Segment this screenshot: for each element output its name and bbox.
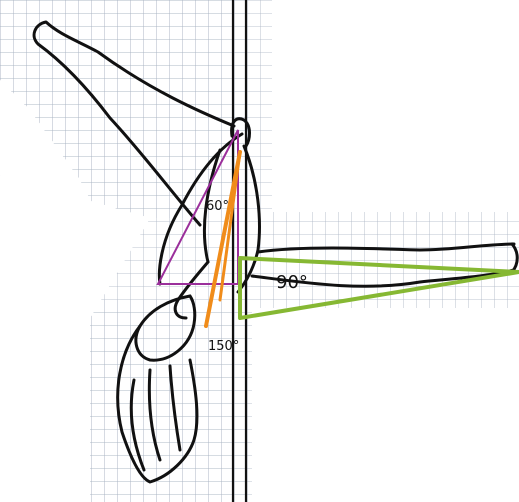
angle-label-60: 60° (206, 199, 229, 214)
angle-label-90: 90° (276, 272, 308, 293)
angle-label-150: 150° (208, 339, 239, 354)
blank-area-lower-left (0, 318, 90, 502)
